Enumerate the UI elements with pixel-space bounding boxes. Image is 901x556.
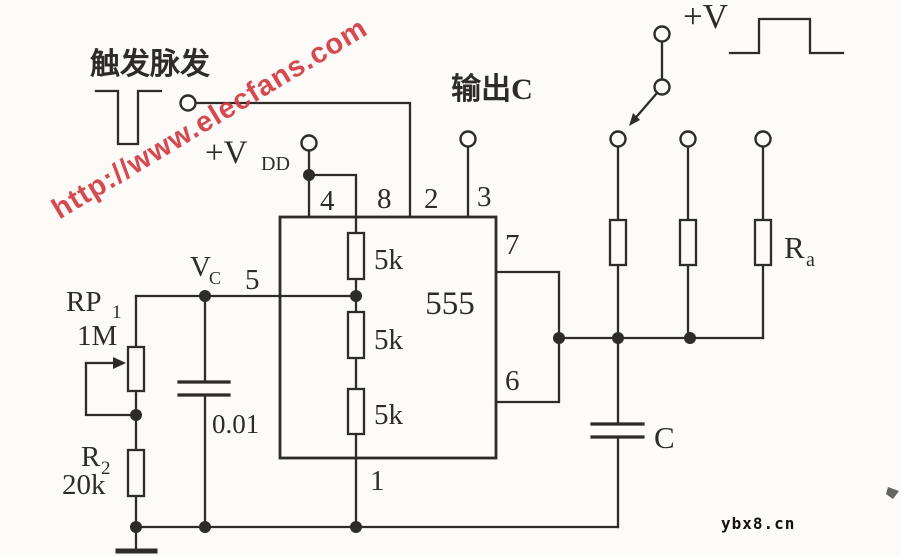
junction-rp1-r2	[130, 409, 142, 421]
resistor-ra3-body	[753, 218, 773, 267]
output-label: 输出C	[451, 73, 533, 106]
supply-pulse-waveform	[728, 17, 845, 55]
junction-divider	[350, 290, 362, 302]
pin5-label: 5	[245, 264, 260, 296]
rp1-value-label: 1M	[77, 320, 117, 352]
pin6-label: 6	[505, 365, 520, 397]
terminal-supply-top	[653, 25, 671, 43]
ic-555-label: 555	[425, 286, 475, 322]
pin3-label: 3	[477, 181, 492, 213]
trigger-label: 触发脉发	[90, 48, 210, 81]
switch-arrowhead	[629, 113, 640, 126]
terminal-trigger	[179, 94, 197, 112]
ic-555-body	[278, 215, 498, 460]
terminal-switch-pivot	[653, 78, 671, 96]
wire-vdd-to-pin8	[307, 173, 358, 219]
junction-vdd	[303, 169, 315, 181]
supply-label: +V	[683, 0, 728, 36]
potentiometer-rp1-body	[126, 345, 146, 393]
junction-pin76	[553, 332, 565, 344]
resistor-r2-body	[126, 448, 146, 498]
rp1-label: RP	[66, 286, 101, 318]
junction-vc	[199, 290, 211, 302]
wire-trigger-to-pin2	[194, 101, 412, 219]
site-credit: ybx8.cn	[721, 514, 796, 533]
resistor-internal-3	[346, 387, 366, 436]
resistor-ra2-body	[678, 218, 698, 267]
r-internal-1-label: 5k	[374, 244, 404, 276]
trigger-pulse-waveform	[94, 89, 163, 146]
pin1-label: 1	[370, 465, 385, 497]
r2-label: R	[81, 441, 101, 473]
junction-capC	[612, 332, 624, 344]
rp1-wiper-return	[84, 361, 138, 417]
junction-branch2	[684, 332, 696, 344]
terminal-branch3	[754, 130, 772, 148]
pin2-label: 2	[424, 183, 439, 215]
resistor-internal-1	[346, 231, 366, 281]
rp1-label-sub: 1	[112, 302, 122, 323]
r2-value-label: 20k	[62, 469, 106, 501]
r2-label-sub: 2	[101, 458, 111, 479]
cap-timing-label: C	[654, 420, 675, 455]
r-internal-2-label: 5k	[374, 324, 404, 356]
cap-control-label: 0.01	[212, 409, 259, 439]
terminal-branch2	[679, 130, 697, 148]
ra-label: R	[784, 230, 805, 265]
junction-ground-cap	[199, 521, 211, 533]
resistor-internal-2	[346, 310, 366, 360]
scan-artifact	[886, 487, 899, 499]
terminal-output	[459, 130, 477, 148]
ra-label-sub: a	[806, 249, 815, 271]
r-internal-3-label: 5k	[374, 399, 404, 431]
pin4-label: 4	[320, 185, 335, 217]
vdd-label: +V	[205, 135, 248, 171]
pin8-label: 8	[377, 183, 392, 215]
vdd-label-sub: DD	[261, 153, 290, 175]
junction-ground-pin1	[350, 521, 362, 533]
junction-ground-left	[130, 521, 142, 533]
terminal-branch1	[609, 130, 627, 148]
rp1-wiper-arrowhead	[113, 357, 126, 369]
vc-label-sub: C	[209, 268, 221, 288]
resistor-ra1-body	[608, 218, 628, 267]
terminal-vdd	[300, 134, 318, 152]
pin7-label: 7	[505, 229, 520, 261]
vc-label: V	[190, 251, 211, 283]
